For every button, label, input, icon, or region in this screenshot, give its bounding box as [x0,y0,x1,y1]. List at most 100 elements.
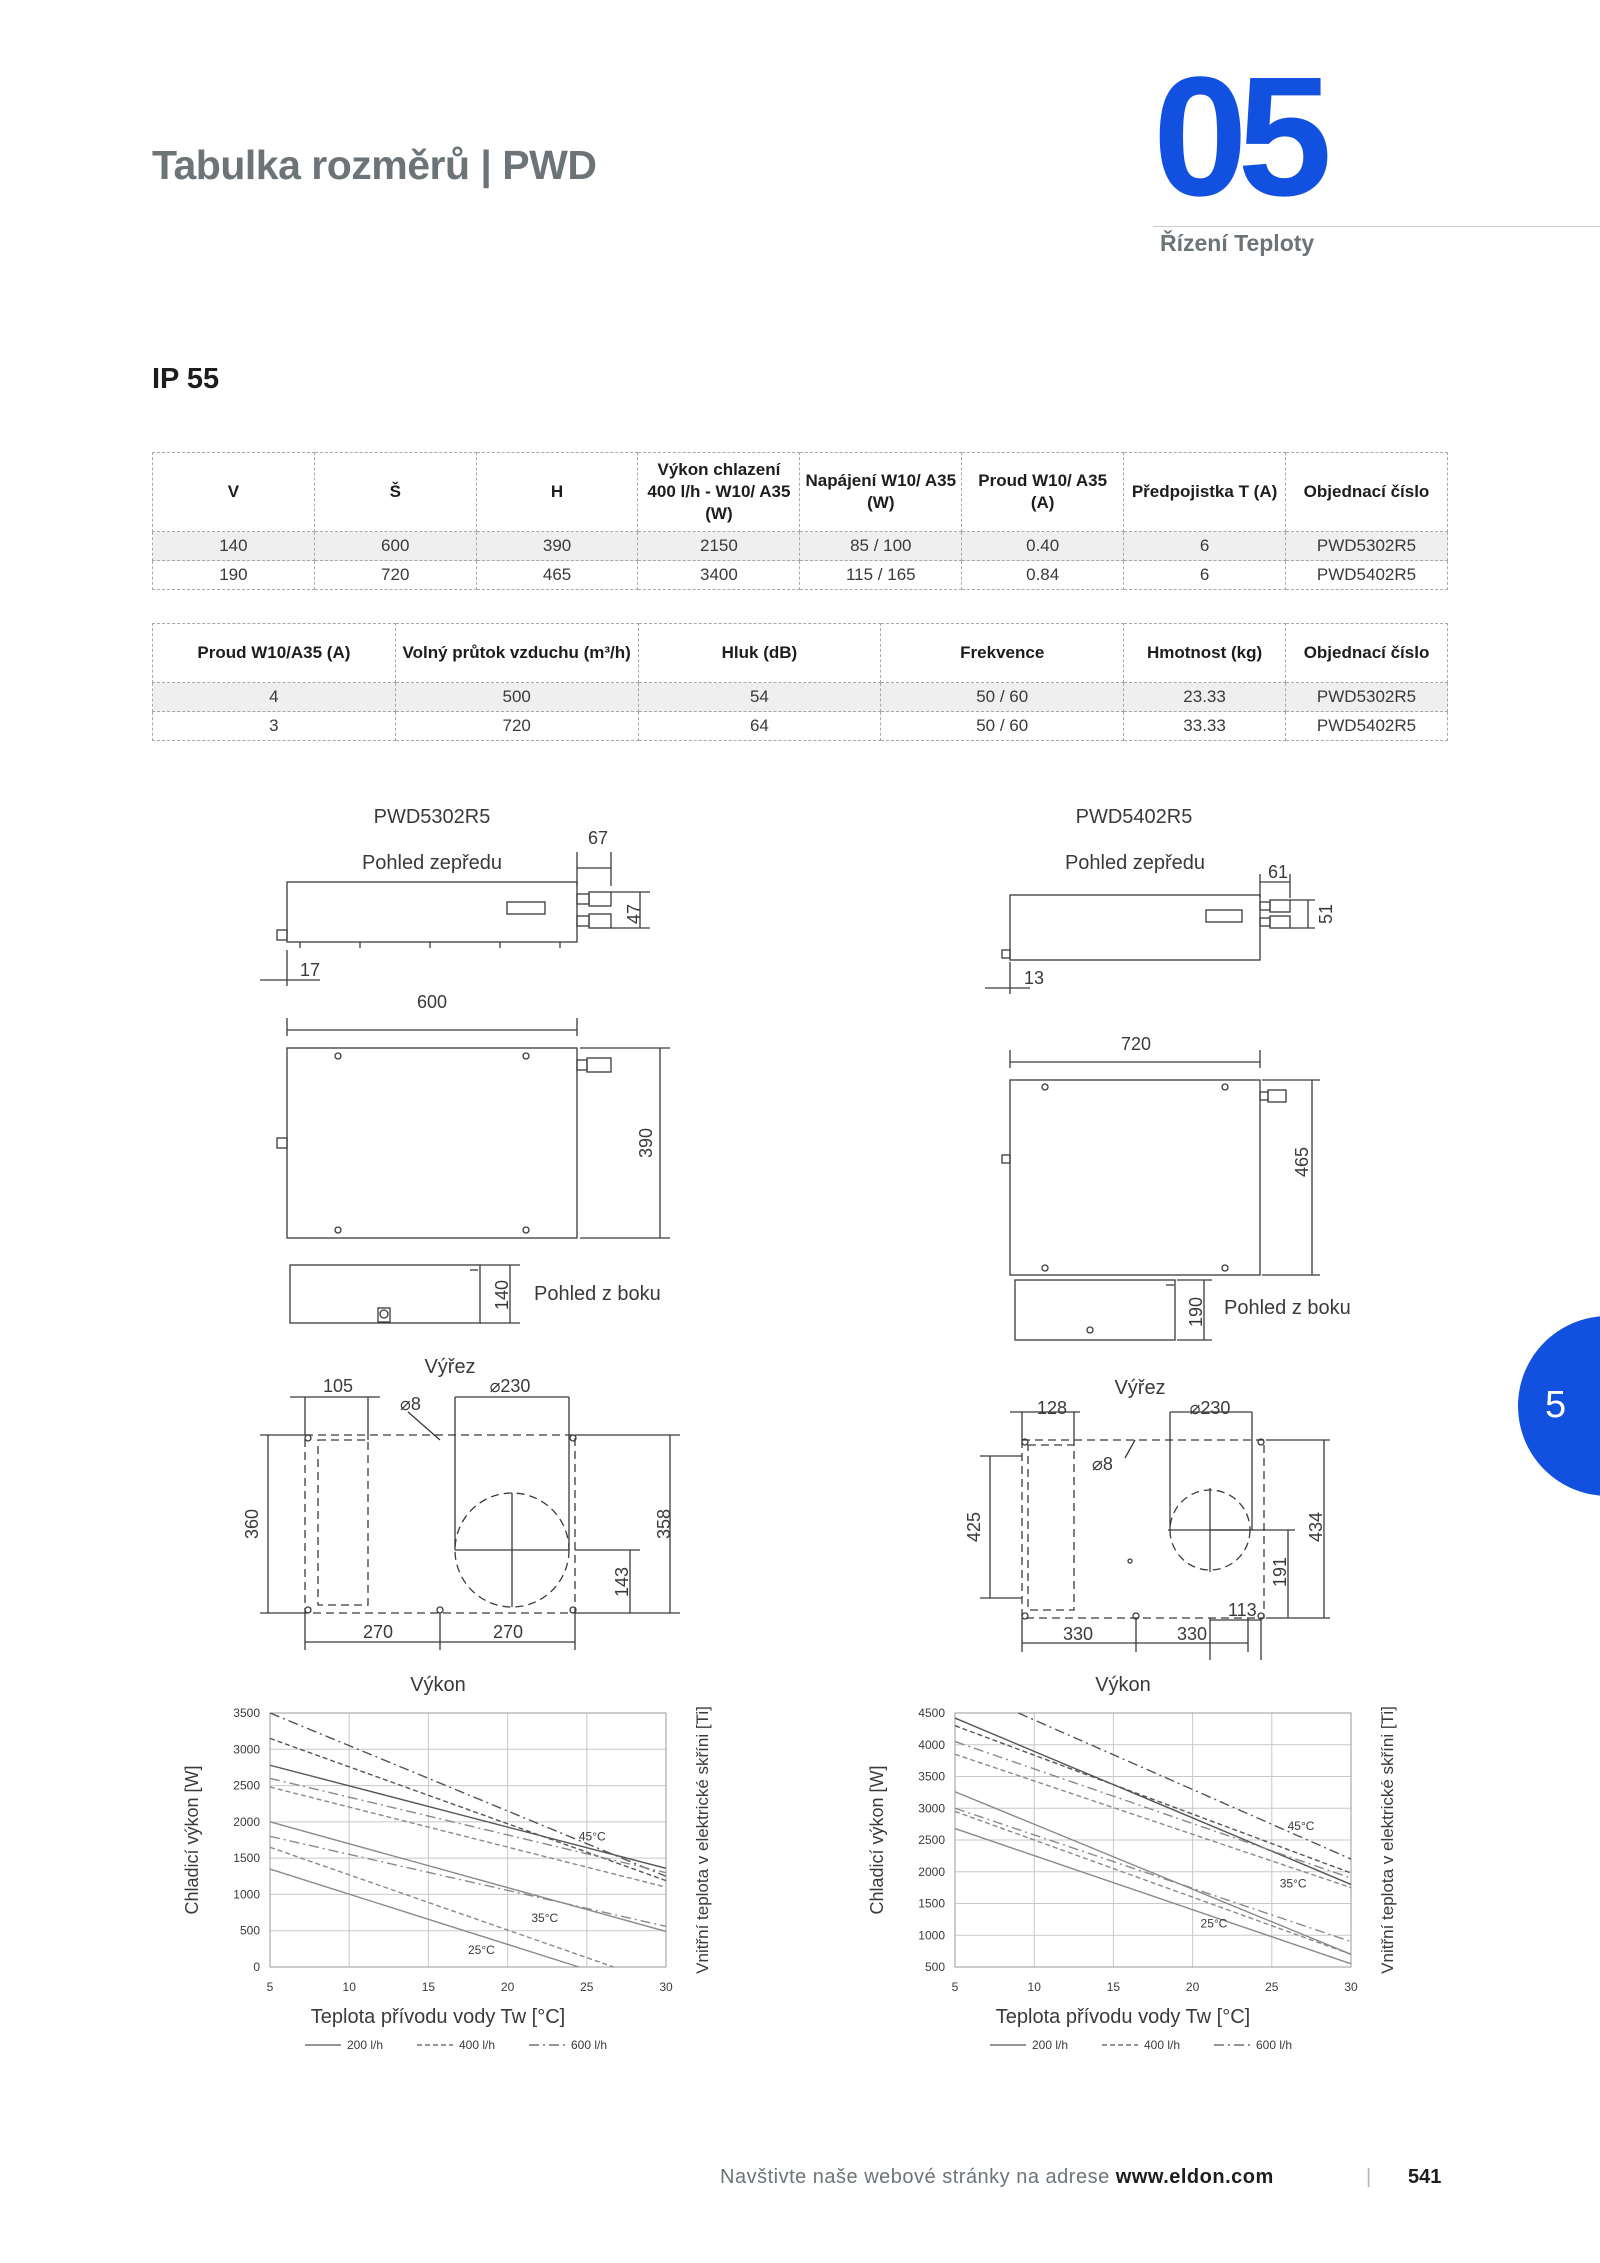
cutout-label: Výřez [1114,1377,1165,1399]
front-view-label: Pohled zepředu [362,852,502,874]
footer-text: Navštivte naše webové stránky na adrese … [720,2166,1274,2189]
dim-label: 720 [1121,1034,1151,1054]
table-cell: 4 [152,682,396,712]
table-header-cell: Předpojistka T (A) [1123,452,1287,532]
temperature-annotation: 35°C [1280,1877,1307,1891]
x-tick-label: 30 [659,1980,673,1994]
series-line [269,1868,580,1968]
dim-label: 465 [1292,1147,1312,1177]
dim-label: 600 [417,992,447,1012]
series-line [269,1821,667,1933]
table-cell: 2150 [637,531,801,561]
dim-label: 140 [492,1280,512,1310]
dim-label: 330 [1063,1624,1093,1644]
series-line [1018,1712,1352,1860]
dim-label: 67 [588,828,608,848]
y-tick-label: 1000 [233,1887,260,1901]
table-cell: 6 [1123,531,1287,561]
drawing-pwd5302r5: PWD5302R5 Pohled zepředu 67 47 17 600 39… [242,806,680,1650]
temperature-annotation: 35°C [531,1911,558,1925]
chapter-divider [1153,226,1600,227]
x-axis-label: Teplota přívodu vody Tw [°C] [996,2006,1250,2028]
x-tick-label: 30 [1344,1980,1358,1994]
legend-label: 400 l/h [459,2038,495,2052]
x-axis-label: Teplota přívodu vody Tw [°C] [311,2006,565,2028]
y-tick-label: 4500 [918,1706,945,1720]
temperature-annotation: 25°C [468,1943,495,1957]
side-view-label: Pohled z boku [1224,1297,1351,1319]
series-line [954,1753,1352,1889]
footer-separator: | [1366,2166,1372,2188]
table-cell: 390 [475,531,639,561]
y-tick-label: 3500 [918,1770,945,1784]
dim-label: 51 [1316,904,1336,924]
y-tick-label: 500 [240,1924,260,1938]
series-line [269,1846,614,1968]
table-cell: 190 [152,560,315,590]
y-tick-label: 2500 [233,1779,260,1793]
temperature-annotation: 45°C [579,1830,606,1844]
table-row: 140 600 390 2150 85 / 100 0.40 6 PWD5302… [152,531,1448,561]
table-header-cell: Š [313,452,477,532]
dim-label: 13 [1024,968,1044,988]
legend-label: 600 l/h [1256,2038,1292,2052]
table-cell: 720 [313,560,477,590]
table-cell: 140 [152,531,315,561]
y-tick-label: 3000 [918,1801,945,1815]
series-line [954,1717,1352,1886]
dim-label: 270 [493,1622,523,1642]
table-cell: 500 [394,682,639,712]
dim-label: 190 [1186,1297,1206,1327]
x-tick-label: 5 [952,1980,959,1994]
secondary-axis-label: Vnitřní teplota v elektrické skříni [Ti] [1378,1706,1397,1974]
secondary-axis-label: Vnitřní teplota v elektrické skříni [Ti] [693,1706,712,1974]
y-tick-label: 500 [925,1960,945,1974]
temperature-annotation: 25°C [1201,1917,1228,1931]
table-cell: 0.84 [961,560,1125,590]
series-line [954,1807,1352,1943]
dim-label: 425 [964,1512,984,1542]
model-title: PWD5402R5 [1076,806,1193,828]
dim-label: 17 [300,960,320,980]
table-cell: 6 [1123,560,1287,590]
table-row: 190 720 465 3400 115 / 165 0.84 6 PWD540… [152,560,1448,590]
table-cell: 50 / 60 [880,682,1125,712]
table-header-row: V Š H Výkon chlazení 400 l/h - W10/ A35 … [152,452,1448,532]
series-line [269,1835,667,1928]
y-axis-label: Chladicí výkon [W] [182,1765,202,1914]
table-header-cell: Volný průtok vzduchu (m³/h) [394,623,639,683]
series-line [954,1791,1352,1955]
y-tick-label: 1500 [233,1851,260,1865]
table-cell: PWD5302R5 [1285,682,1448,712]
x-tick-label: 10 [343,1980,357,1994]
x-tick-label: 10 [1028,1980,1042,1994]
y-axis-label: Chladicí výkon [W] [867,1765,887,1914]
series-line [269,1737,667,1882]
footer-url[interactable]: www.eldon.com [1115,2166,1274,2188]
series-line [954,1827,1352,1965]
front-view-label: Pohled zepředu [1065,852,1205,874]
side-tab-number: 5 [1545,1384,1567,1426]
x-tick-label: 5 [267,1980,274,1994]
table-header-cell: Frekvence [880,623,1125,683]
dim-label: 191 [1270,1557,1290,1587]
dim-label: 128 [1037,1398,1067,1418]
table-cell: 600 [313,531,477,561]
dim-label: 358 [654,1509,674,1539]
table-cell: 33.33 [1123,711,1287,741]
spec-table-2: Proud W10/A35 (A) Volný průtok vzduchu (… [152,623,1448,741]
table-header-cell: Napájení W10/ A35 (W) [799,452,963,532]
table-cell: 64 [637,711,882,741]
table-row: 4 500 54 50 / 60 23.33 PWD5302R5 [152,682,1448,712]
table-cell: 465 [475,560,639,590]
y-tick-label: 2000 [918,1865,945,1879]
y-tick-label: 3000 [233,1742,260,1756]
x-tick-label: 20 [501,1980,515,1994]
page-title: Tabulka rozměrů | PWD [152,142,597,188]
dim-label: 360 [242,1509,262,1539]
table-header-cell: V [152,452,315,532]
series-line [269,1777,667,1874]
x-tick-label: 15 [422,1980,436,1994]
section-label: IP 55 [152,363,220,395]
legend-label: 200 l/h [347,2038,383,2052]
